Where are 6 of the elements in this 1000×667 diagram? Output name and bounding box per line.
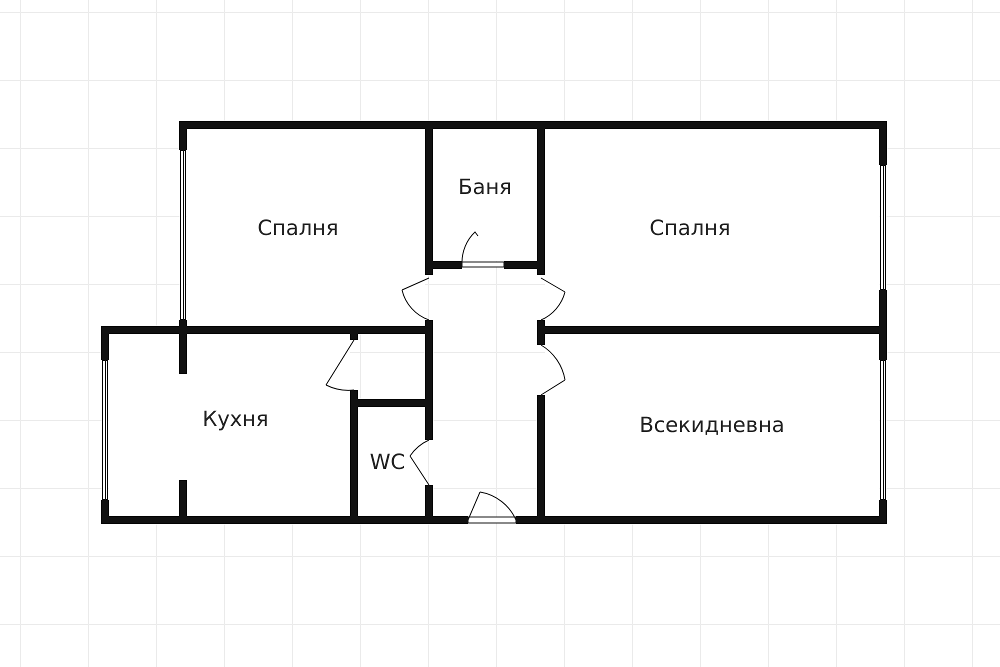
room-name: Баня xyxy=(458,175,512,199)
room-name: WC xyxy=(370,450,406,474)
room-name: Всекидневна xyxy=(639,413,785,437)
room-name: Кухня xyxy=(202,407,269,431)
room-name: Спалня xyxy=(257,216,339,240)
room-name: Спалня xyxy=(649,216,731,240)
